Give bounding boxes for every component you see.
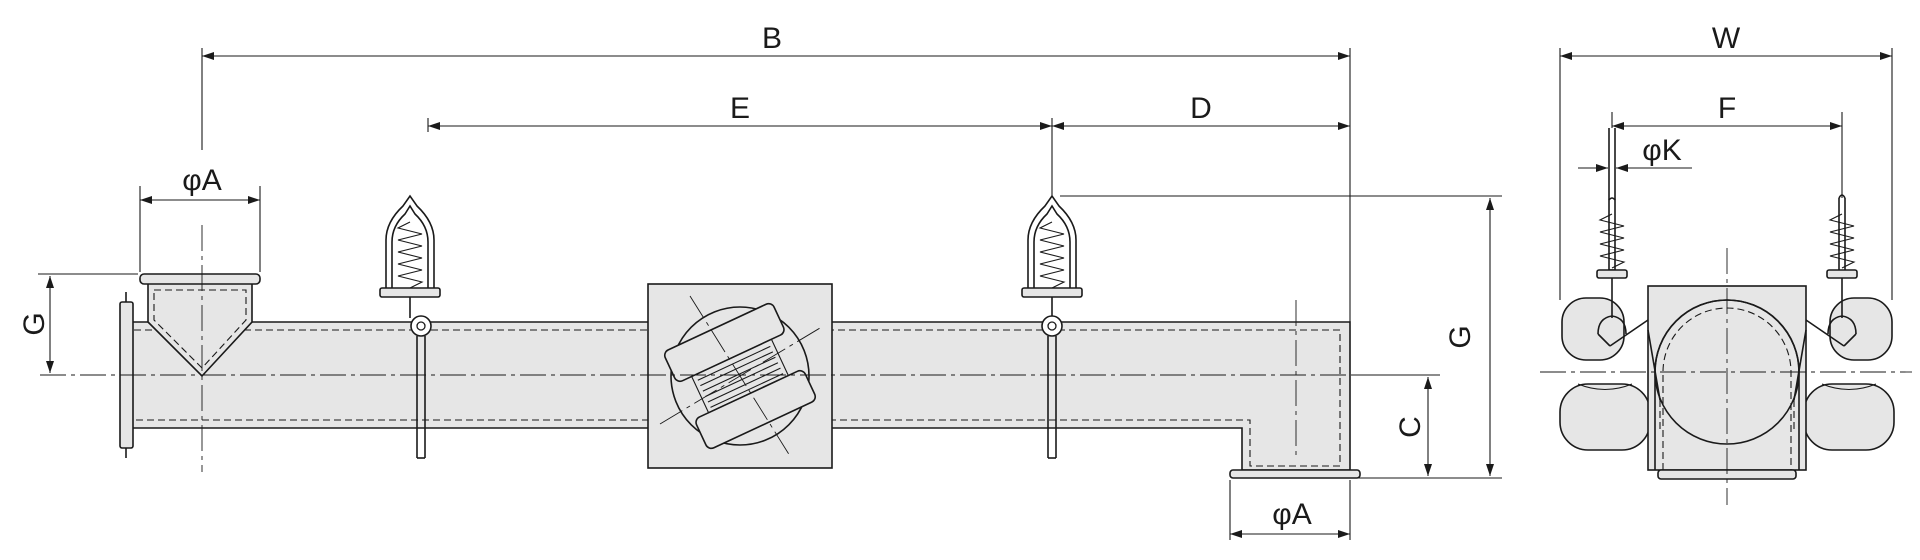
hanger-left-eye xyxy=(410,315,432,337)
dim-d-label: D xyxy=(1190,92,1212,125)
motor-lower-right xyxy=(1803,383,1895,451)
dim-w-label: W xyxy=(1712,22,1741,55)
end-view: W F φK xyxy=(1540,22,1912,505)
dim-inlet-height-label: G xyxy=(18,312,51,335)
dim-outlet-diameter-label: φA xyxy=(1272,498,1311,531)
hanger-right-eye xyxy=(1041,315,1063,337)
motor-upper-left xyxy=(1561,297,1625,361)
outlet-flange xyxy=(1229,469,1361,479)
suspension-hanger-left xyxy=(379,194,441,459)
suspension-hanger-right xyxy=(1021,194,1083,459)
inlet-hopper-hidden xyxy=(153,289,247,369)
dim-inlet-diameter-label: φA xyxy=(182,164,221,197)
motor-lower-left xyxy=(1559,383,1651,451)
dim-e-label: E xyxy=(730,92,750,125)
vibrator-diagonal-2 xyxy=(689,295,791,457)
hanger-left-spring xyxy=(396,221,424,289)
dim-b-label: B xyxy=(762,22,782,55)
end-hanger-left xyxy=(1596,128,1628,347)
end-hanger-right xyxy=(1826,194,1858,347)
inlet-flange xyxy=(139,273,261,285)
motor-upper-right xyxy=(1829,297,1893,361)
dim-outlet-height-label: C xyxy=(1394,416,1427,438)
dim-total-height-label: G xyxy=(1444,325,1477,348)
trough-inner-hidden xyxy=(134,329,1341,467)
dim-k-label: φK xyxy=(1642,134,1681,167)
vibrator-armature xyxy=(663,302,817,450)
hanger-right-spring xyxy=(1038,221,1066,289)
side-view: B E D φA G G C φA xyxy=(18,22,1502,540)
dim-f-label: F xyxy=(1718,92,1736,125)
